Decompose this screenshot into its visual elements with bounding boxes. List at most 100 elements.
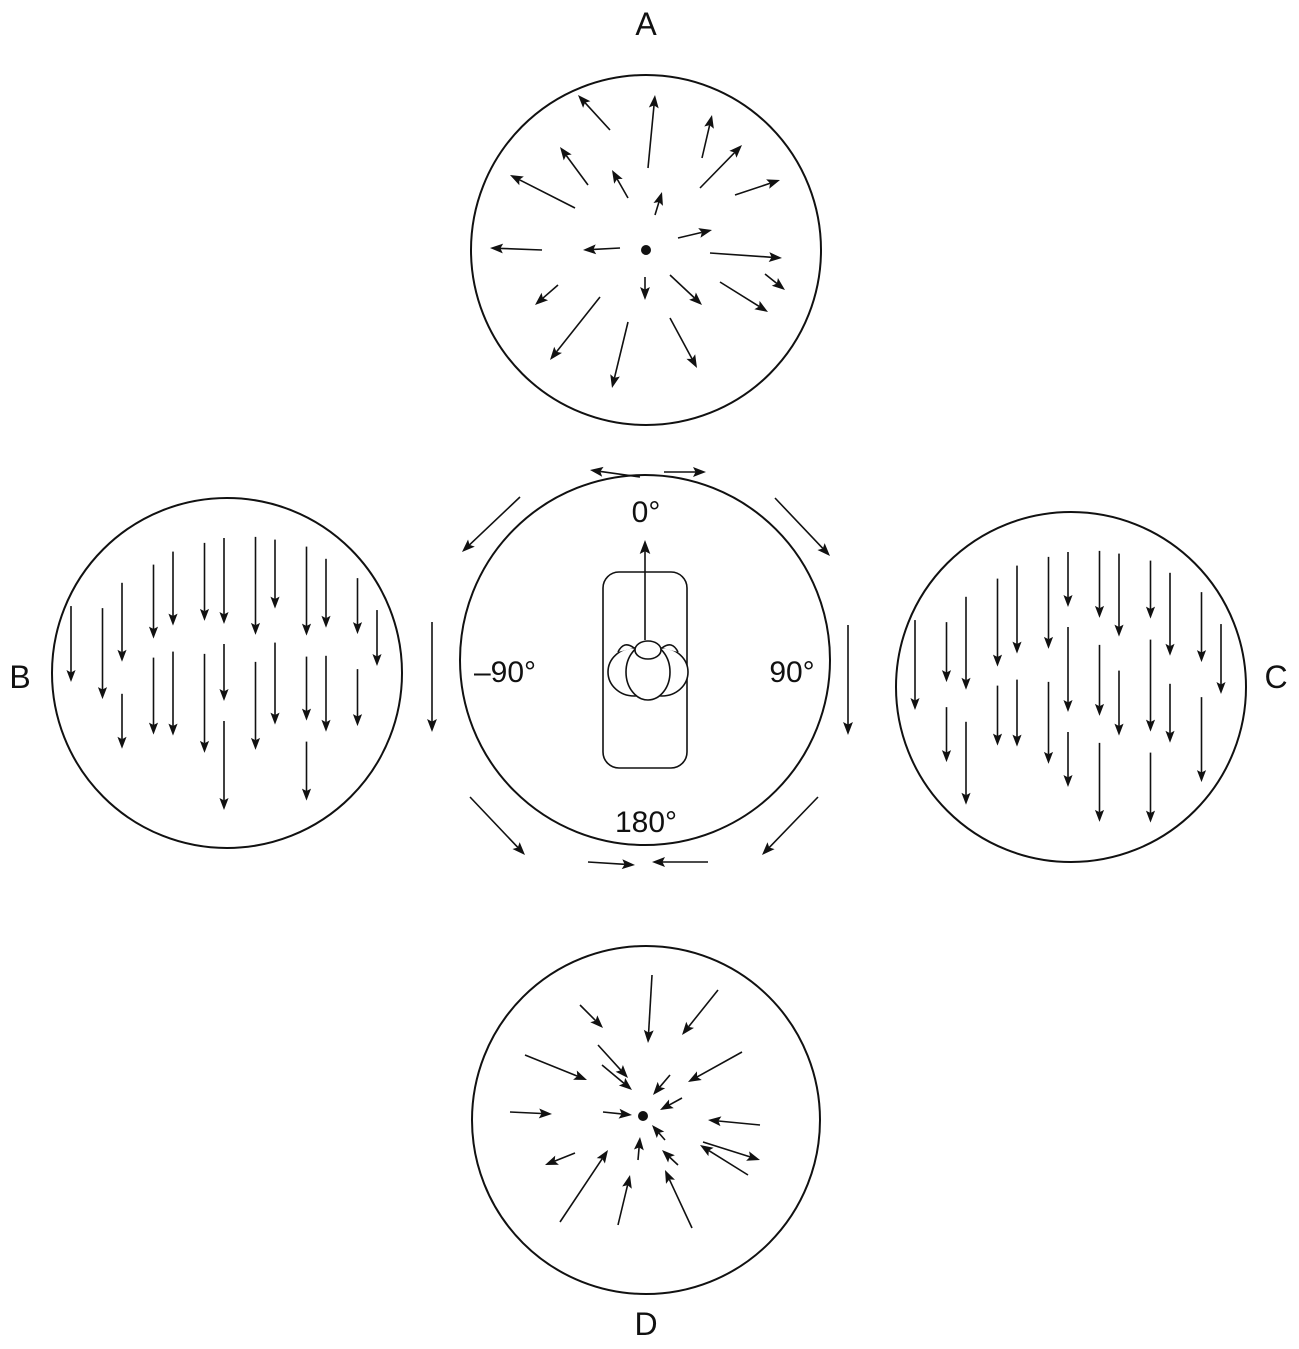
contraction-arrow — [662, 1150, 679, 1166]
translation-arrow — [219, 538, 229, 624]
translation-arrow — [199, 542, 210, 621]
rotation-arrow — [590, 466, 641, 478]
expansion-arrow — [510, 175, 576, 209]
expansion-arrow — [490, 243, 543, 254]
panel-d-contraction-arrows — [509, 974, 761, 1229]
translation-arrow — [992, 685, 1003, 746]
angle-label-180: 180° — [615, 806, 677, 839]
angle-label-0: 0° — [632, 496, 661, 529]
expansion-arrow — [550, 296, 601, 360]
rotation-arrow — [762, 796, 819, 855]
translation-arrow — [250, 536, 261, 635]
contraction-arrow — [509, 1108, 552, 1119]
panel-a-expansion-arrows — [490, 95, 785, 388]
panel-a-center-dot — [641, 245, 651, 255]
translation-arrow — [1114, 670, 1124, 736]
contraction-arrow — [601, 1064, 632, 1090]
panel-d-center-dot — [638, 1111, 648, 1121]
expansion-arrow — [583, 244, 621, 255]
center-compass-circle — [459, 474, 831, 846]
translation-arrow — [1216, 624, 1226, 695]
translation-arrow — [1012, 679, 1022, 747]
contraction-arrow — [682, 989, 719, 1035]
panel-d-circle — [471, 945, 821, 1295]
translation-arrow — [372, 610, 382, 667]
expansion-arrow — [653, 192, 663, 216]
contraction-arrow — [559, 1150, 608, 1223]
expansion-arrow — [612, 170, 629, 199]
angle-label-90: 90° — [769, 656, 814, 689]
fly-icon — [602, 571, 689, 769]
translation-arrow — [1063, 552, 1073, 607]
contraction-arrow — [545, 1152, 576, 1165]
translation-arrow — [910, 620, 920, 711]
panel-b-circle — [51, 497, 403, 849]
translation-arrow — [352, 578, 363, 635]
translation-arrow — [199, 653, 210, 753]
translation-arrow — [1094, 644, 1105, 716]
translation-arrow — [1145, 752, 1156, 823]
panel-a-label: A — [635, 6, 657, 42]
expansion-arrow — [709, 252, 782, 263]
rotation-arrow — [664, 467, 706, 477]
translation-arrow — [168, 551, 178, 626]
translation-arrow — [1114, 553, 1124, 637]
expansion-arrow — [610, 321, 629, 388]
panel-c-translation-arrows — [910, 550, 1226, 823]
rotation-arrow — [462, 496, 521, 552]
contraction-arrow — [633, 1137, 644, 1161]
expansion-arrow — [640, 277, 650, 300]
contraction-arrow — [665, 1170, 693, 1229]
translation-arrow — [301, 656, 312, 721]
contraction-arrow — [652, 1125, 666, 1141]
rotation-arrow — [774, 497, 830, 556]
rotation-arrow — [469, 796, 525, 855]
translation-arrow — [992, 578, 1003, 667]
translation-arrow — [1165, 683, 1175, 743]
translation-arrow — [219, 644, 229, 701]
contraction-arrow — [660, 1097, 683, 1110]
contraction-arrow — [653, 1074, 671, 1095]
translation-arrow — [321, 558, 331, 628]
translation-arrow — [97, 608, 108, 700]
expansion-arrow — [701, 115, 714, 159]
expansion-arrow — [669, 274, 702, 305]
panel-b-label: B — [9, 659, 30, 695]
rotation-arrow — [587, 859, 635, 870]
translation-arrow — [270, 539, 280, 609]
translation-arrow — [1094, 742, 1105, 822]
expansion-arrow — [560, 147, 589, 186]
contraction-arrow — [708, 1116, 761, 1127]
arrow-up-icon — [639, 540, 651, 640]
panel-c-label: C — [1264, 659, 1287, 695]
translation-arrow — [1196, 697, 1207, 783]
translation-arrow — [1063, 627, 1073, 712]
expansion-arrow — [719, 281, 768, 312]
translation-arrow — [1043, 556, 1054, 649]
expansion-arrow — [764, 273, 785, 290]
contraction-arrow — [702, 1141, 760, 1161]
translation-arrow — [117, 582, 127, 662]
translation-arrow — [1063, 732, 1073, 787]
expansion-arrow — [734, 179, 780, 196]
translation-arrow — [168, 651, 178, 736]
panel-a-circle — [470, 74, 822, 426]
translation-arrow — [148, 564, 159, 639]
translation-arrow — [148, 657, 159, 735]
translation-arrow — [941, 622, 952, 683]
translation-arrow — [66, 606, 76, 683]
contraction-arrow — [597, 1044, 628, 1078]
contraction-arrow — [688, 1051, 743, 1082]
contraction-arrow — [643, 974, 654, 1043]
translation-arrow — [301, 741, 312, 801]
translation-arrow — [219, 721, 229, 810]
translation-arrow — [941, 707, 952, 763]
center-rotation-arrows — [427, 466, 853, 870]
rotation-arrow — [843, 625, 853, 735]
panel-b-translation-arrows — [66, 536, 382, 810]
translation-arrow — [301, 546, 312, 636]
translation-arrow — [1043, 681, 1054, 764]
expansion-arrow — [535, 284, 559, 305]
rotation-arrow — [427, 622, 437, 732]
